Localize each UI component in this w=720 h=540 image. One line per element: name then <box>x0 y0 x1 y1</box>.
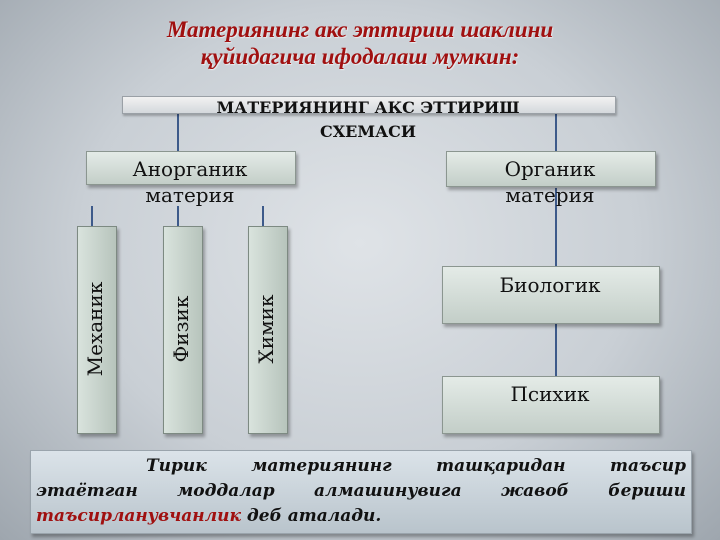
mechanic-label: Механик <box>83 281 107 377</box>
slide-title-line-1: Материянинг акс эттириш шаклини <box>166 17 554 42</box>
definition-box <box>30 450 692 534</box>
organic-matter-line-1: Органик <box>504 157 596 181</box>
connector-header-to-organic <box>555 112 557 152</box>
chemical-label: Химик <box>254 294 278 364</box>
organic-matter-line-2: материя <box>505 183 595 207</box>
organic-matter-box <box>446 151 656 187</box>
organic-matter-label: Органик материя <box>446 156 654 208</box>
inorganic-matter-line-1: Анорганик <box>132 157 248 181</box>
scheme-header: МАТЕРИЯНИНГ АКС ЭТТИРИШ СХЕМАСИ <box>122 96 614 144</box>
connector-chemical <box>262 206 264 226</box>
slide-title-line-2: қуйидагича ифодалаш мумкин: <box>200 44 520 69</box>
definition-text: Тирик материянинг ташқаридан таъсир этаё… <box>36 454 686 529</box>
mechanic-box <box>77 226 117 434</box>
definition-term: таъсирланувчанлик <box>36 506 242 526</box>
inorganic-matter-box <box>86 151 296 185</box>
definition-line-1: Тирик материянинг ташқаридан таъсир <box>146 456 686 476</box>
chemical-box <box>248 226 288 434</box>
scheme-header-line-2: СХЕМАСИ <box>320 122 416 141</box>
definition-line-3: таъсирланувчанлик деб аталади. <box>36 504 686 529</box>
inorganic-matter-line-2: материя <box>145 183 235 207</box>
inorganic-matter-label: Анорганик материя <box>86 156 294 208</box>
connector-mechanic <box>91 206 93 226</box>
connector-physical <box>177 206 179 226</box>
scheme-header-line-1: МАТЕРИЯНИНГ АКС ЭТТИРИШ <box>216 98 520 117</box>
physical-label: Физик <box>169 295 193 363</box>
definition-rest: деб аталади. <box>241 506 382 526</box>
biological-box <box>442 266 660 324</box>
slide-title: Материянинг акс эттириш шаклини қуйидаги… <box>40 16 680 70</box>
psychic-label: Психик <box>510 382 590 406</box>
connector-organic-to-biological <box>555 188 557 266</box>
scheme-header-bar <box>122 96 616 114</box>
definition-line-2: этаётган моддалар алмашинувига жавоб бер… <box>36 481 686 501</box>
connector-biological-to-psychic <box>555 324 557 376</box>
psychic-box <box>442 376 660 434</box>
biological-label: Биологик <box>499 273 601 297</box>
physical-box <box>163 226 203 434</box>
connector-header-to-inorganic <box>177 112 179 152</box>
